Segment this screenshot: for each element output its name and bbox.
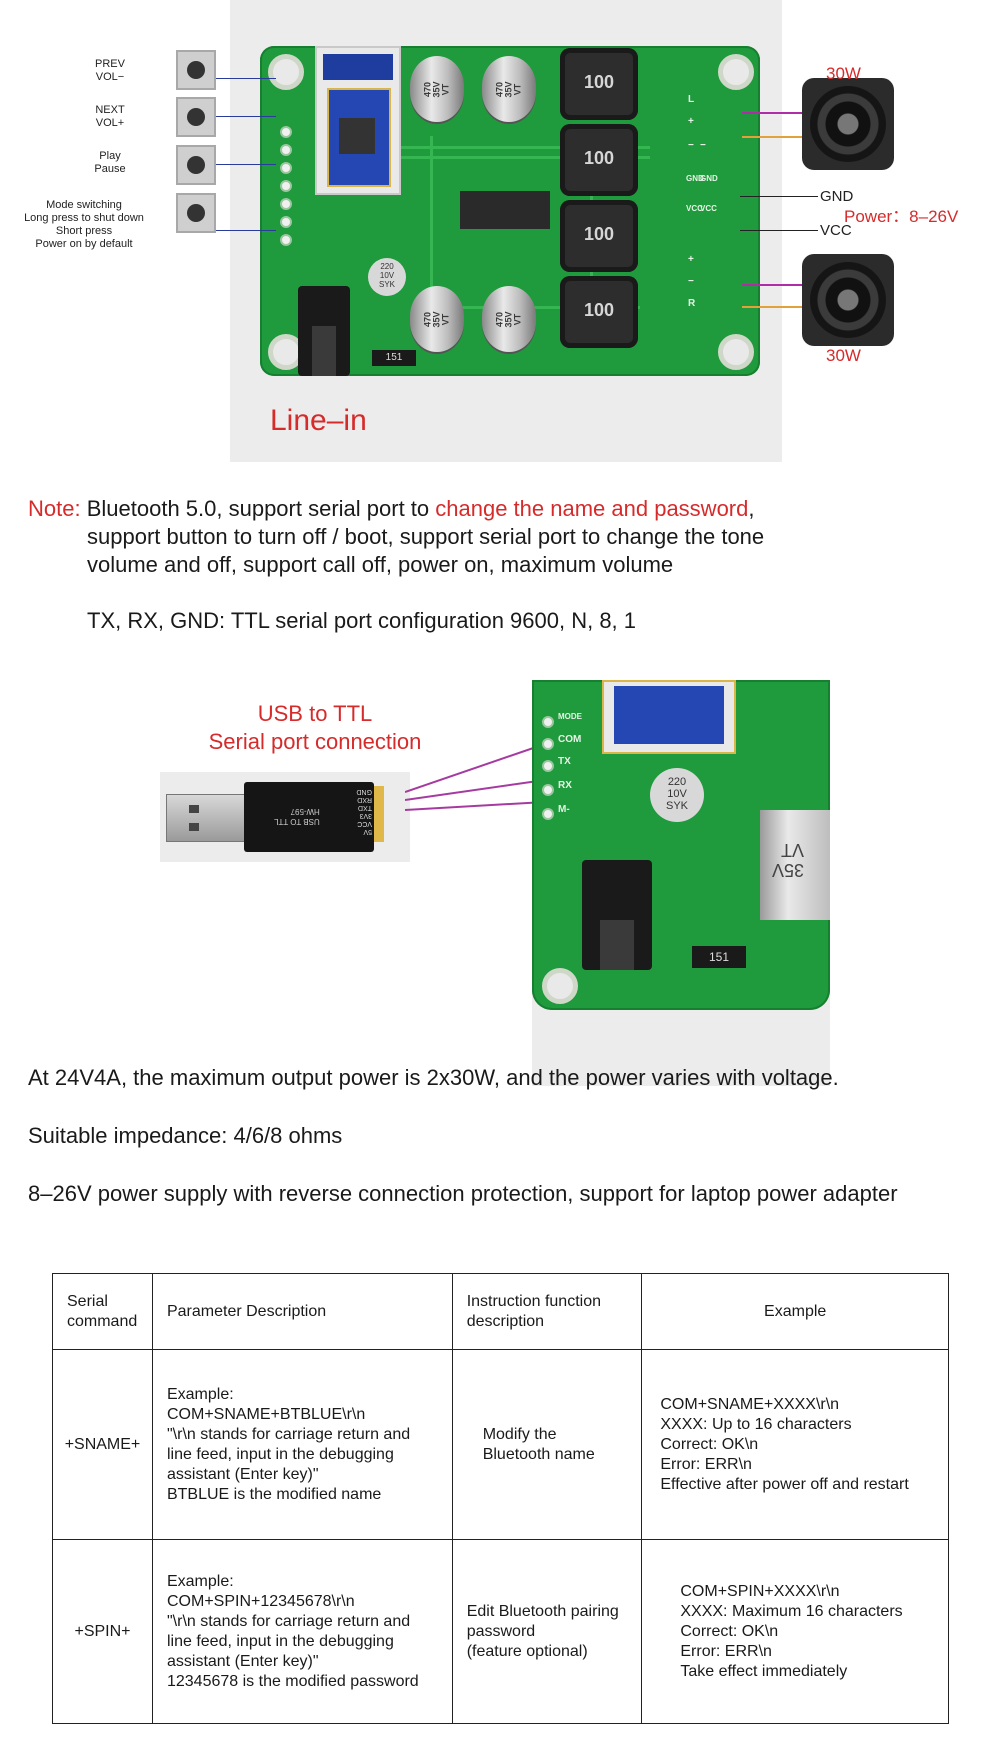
gnd-label: GND <box>820 188 854 205</box>
button-label-prev: PREV VOL− <box>95 58 125 83</box>
power-label: Power：8–26V <box>844 207 959 226</box>
row-function: Modify the Bluetooth name <box>451 1349 643 1540</box>
tactile-button-play <box>176 145 216 185</box>
vcc-label: VCC <box>820 222 852 239</box>
amplifier-pcb: 470 35V VT 470 35V VT 470 35V VT 470 35V… <box>260 46 760 376</box>
button-label-mode: Mode switching Long press to shut down S… <box>24 199 144 250</box>
header-example: Example <box>641 1273 949 1350</box>
row-param: Example: COM+SPIN+12345678\r\n "\r\n sta… <box>151 1539 453 1724</box>
note-prefix: Note: <box>28 496 81 521</box>
serial-wires <box>405 743 546 811</box>
headphone-jack-closeup <box>582 860 652 970</box>
note-block: Note: Bluetooth 5.0, support serial port… <box>28 495 988 523</box>
note-line-3: volume and off, support call off, power … <box>87 552 674 577</box>
speaker-top <box>802 78 894 170</box>
inductor: 100 <box>560 200 638 272</box>
header-function: Instruction function description <box>451 1273 643 1350</box>
row-function: Edit Bluetooth pairing password (feature… <box>451 1539 643 1724</box>
table-header-row: Serial command Parameter Description Ins… <box>52 1273 949 1350</box>
row-param: Example: COM+SNAME+BTBLUE\r\n "\r\n stan… <box>151 1349 453 1540</box>
row-example: COM+SPIN+XXXX\r\n XXXX: Maximum 16 chara… <box>641 1539 949 1724</box>
capacitor: 470 35V VT <box>410 56 464 122</box>
button-label-next: NEXT VOL+ <box>95 104 125 129</box>
capacitor: 470 35V VT <box>482 56 536 122</box>
large-capacitor-closeup: 35V VT <box>760 810 830 920</box>
serial-config: TX, RX, GND: TTL serial port configurati… <box>87 608 637 633</box>
inductor: 100 <box>560 276 638 348</box>
spec-supply: 8–26V power supply with reverse connecti… <box>28 1181 898 1206</box>
inductor: 100 <box>560 124 638 196</box>
note-line1-highlight: change the name and password <box>435 496 749 521</box>
bluetooth-module-closeup <box>602 680 736 754</box>
speaker-bottom-watt-label: 30W <box>826 346 861 365</box>
resistor-closeup: 151 <box>692 946 746 968</box>
usb-title: USB to TTL Serial port connection <box>208 701 422 754</box>
header-serial-command: Serial command <box>52 1273 153 1350</box>
resistor: 151 <box>372 350 416 366</box>
spec-power: At 24V4A, the maximum output power is 2x… <box>28 1065 839 1090</box>
serial-command-table: Serial command Parameter Description Ins… <box>52 1273 949 1724</box>
inductor: 100 <box>560 48 638 120</box>
capacitor: 470 35V VT <box>482 286 536 352</box>
spec-impedance: Suitable impedance: 4/6/8 ohms <box>28 1123 343 1148</box>
speaker-top-watt-label: 30W <box>826 64 861 83</box>
row-example: COM+SNAME+XXXX\r\n XXXX: Up to 16 charac… <box>641 1349 949 1540</box>
small-capacitor: 220 10V SYK <box>368 258 406 296</box>
tactile-button-next <box>176 97 216 137</box>
module-closeup-photo: MODE COM TX RX M- 220 10V SYK 151 35V VT <box>532 680 830 1086</box>
speaker-bottom <box>802 254 894 346</box>
line-in-label: Line–in <box>270 404 367 437</box>
row-command: +SPIN+ <box>52 1539 153 1724</box>
tactile-button-mode <box>176 193 216 233</box>
row-command: +SNAME+ <box>52 1349 153 1540</box>
tactile-button-prev <box>176 50 216 90</box>
button-label-play: Play Pause <box>94 150 126 175</box>
table-row: +SPIN+ Example: COM+SPIN+12345678\r\n "\… <box>52 1539 949 1724</box>
board-photo: 470 35V VT 470 35V VT 470 35V VT 470 35V… <box>230 0 894 462</box>
small-capacitor-closeup: 220 10V SYK <box>650 768 704 822</box>
table-row: +SNAME+ Example: COM+SNAME+BTBLUE\r\n "\… <box>52 1349 949 1540</box>
usb-ttl-adapter: USB TO TTL HW-597 GND RXD TXD 3V3 VCC 5V <box>160 772 410 862</box>
note-line-2: support button to turn off / boot, suppo… <box>87 524 765 549</box>
amplifier-chip <box>460 191 550 229</box>
note-line1-b: , <box>748 496 755 521</box>
note-line1-a: Bluetooth 5.0, support serial port to <box>86 496 436 521</box>
bluetooth-module <box>315 46 401 195</box>
header-parameter: Parameter Description <box>151 1273 453 1350</box>
capacitor: 470 35V VT <box>410 286 464 352</box>
line-in-jack <box>298 286 350 376</box>
